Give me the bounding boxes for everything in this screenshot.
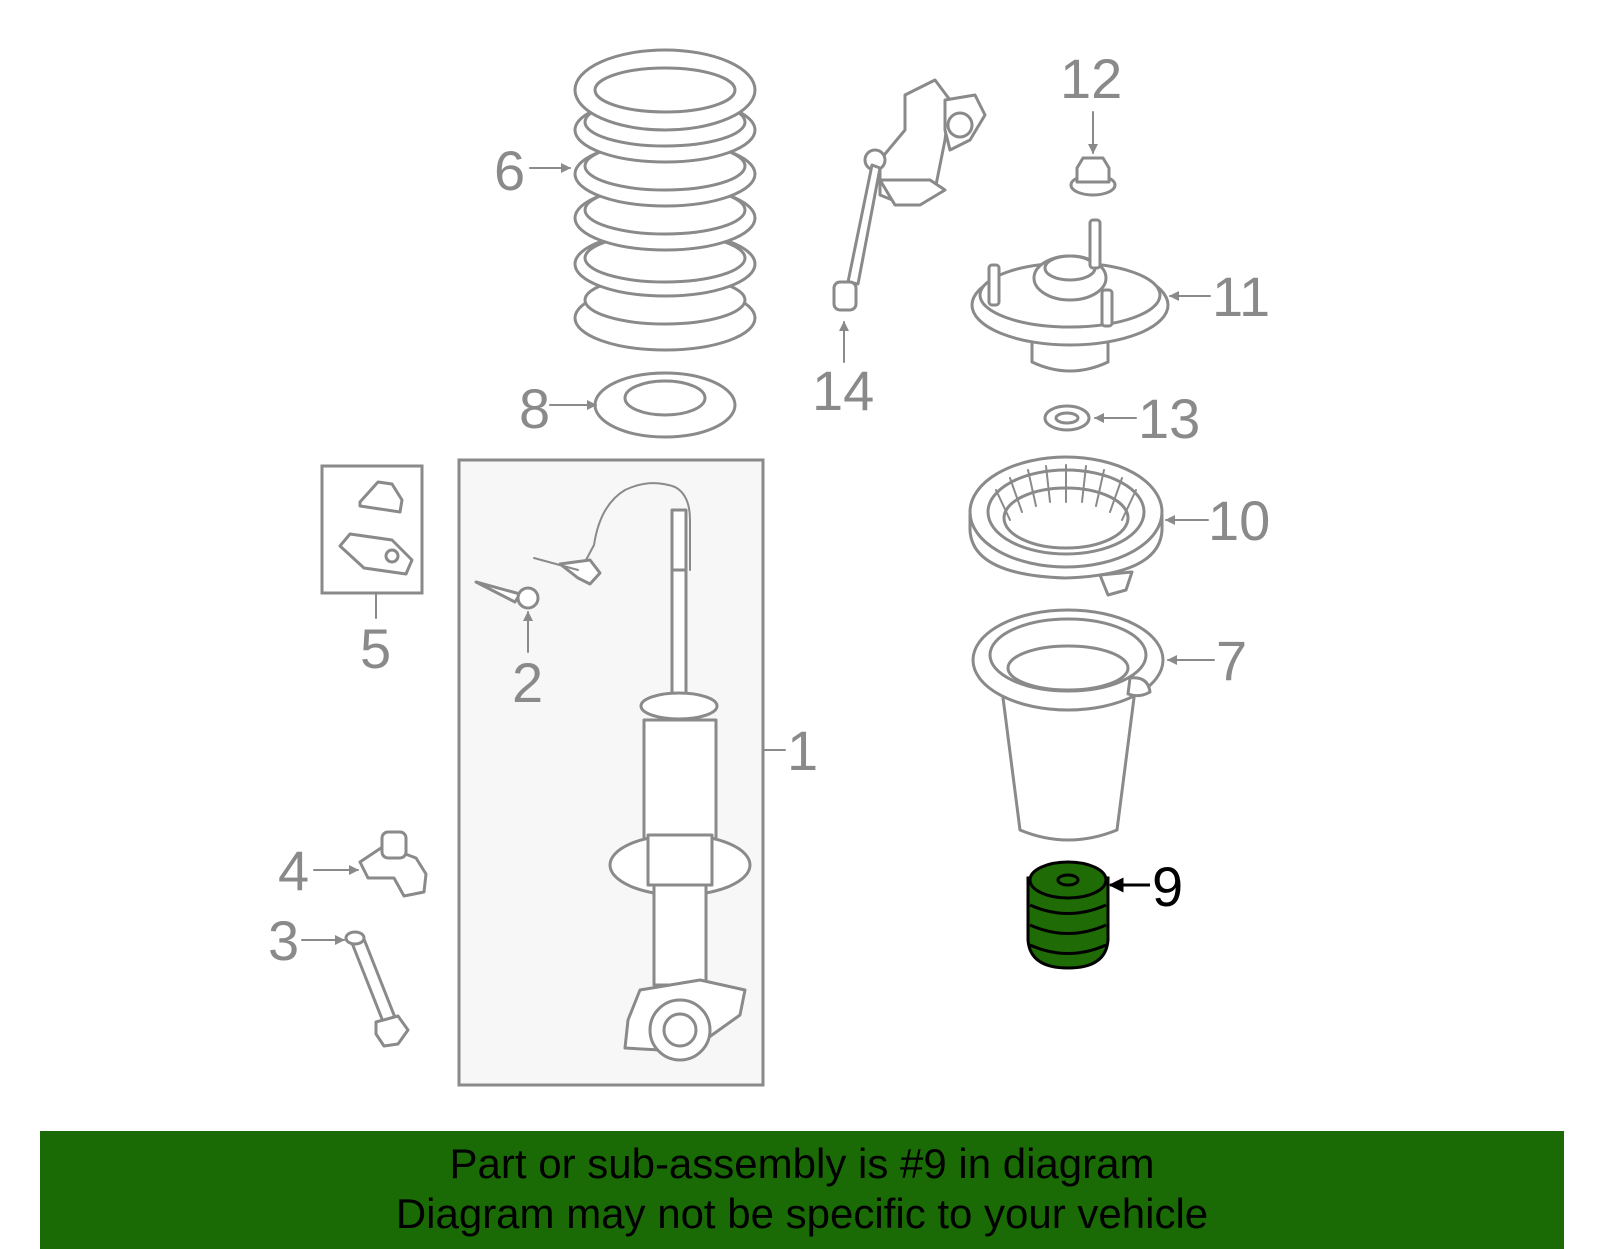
callout-8: 8 bbox=[519, 377, 550, 440]
callout-13: 13 bbox=[1138, 387, 1200, 450]
coil-spring-part bbox=[573, 48, 757, 352]
callout-6: 6 bbox=[494, 139, 525, 202]
stud-part bbox=[474, 580, 540, 610]
callout-3: 3 bbox=[268, 909, 299, 972]
banner-line-1: Part or sub-assembly is #9 in diagram bbox=[449, 1140, 1155, 1187]
upper-mount-part bbox=[970, 218, 1170, 373]
callout-14: 14 bbox=[812, 359, 874, 422]
callout-4: 4 bbox=[278, 839, 309, 902]
callout-5: 5 bbox=[360, 617, 391, 680]
leader-lines bbox=[301, 111, 1215, 945]
spring-insulator-part bbox=[593, 371, 737, 439]
bracket-part bbox=[358, 830, 428, 898]
callout-2: 2 bbox=[512, 651, 543, 714]
bolt-part bbox=[344, 930, 410, 1048]
callout-labels: 6 8 14 12 11 13 10 7 9 1 2 5 4 3 bbox=[268, 47, 1270, 972]
bump-stop-part-highlighted bbox=[1026, 860, 1110, 970]
washer-part bbox=[1043, 404, 1091, 432]
spring-seat-part bbox=[968, 455, 1164, 597]
callout-11: 11 bbox=[1212, 265, 1270, 328]
info-banner: Part or sub-assembly is #9 in diagram Di… bbox=[40, 1131, 1564, 1249]
retainer-kit-part bbox=[320, 464, 424, 595]
callout-12: 12 bbox=[1060, 47, 1122, 110]
callout-7: 7 bbox=[1216, 629, 1247, 692]
nut-part bbox=[1069, 156, 1117, 197]
banner-line-2: Diagram may not be specific to your vehi… bbox=[395, 1190, 1209, 1237]
dust-boot-part bbox=[971, 608, 1165, 842]
callout-10: 10 bbox=[1208, 489, 1270, 552]
callout-9: 9 bbox=[1152, 855, 1183, 918]
height-sensor-link-part bbox=[832, 78, 987, 312]
callout-1: 1 bbox=[787, 719, 818, 782]
shock-absorber-part bbox=[457, 458, 765, 1087]
